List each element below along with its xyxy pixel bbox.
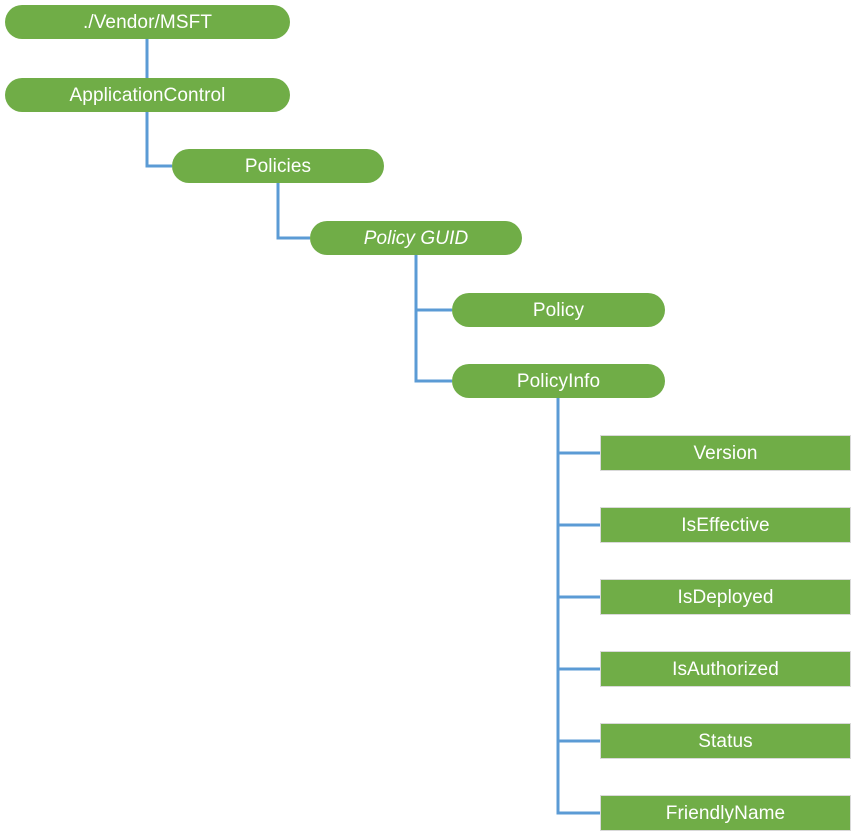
node-policy-info[interactable]: PolicyInfo (452, 364, 665, 398)
node-label: Status (698, 730, 753, 752)
node-vendor-msft[interactable]: ./Vendor/MSFT (5, 5, 290, 39)
node-label: ./Vendor/MSFT (82, 11, 213, 33)
node-policy-guid[interactable]: Policy GUID (310, 221, 522, 255)
node-label: ApplicationControl (69, 84, 226, 106)
connector-policyinfo-to-iseffective (556, 398, 600, 527)
node-label: Policy GUID (363, 227, 469, 249)
node-label: FriendlyName (665, 802, 786, 824)
connector-policyinfo-to-status (556, 398, 600, 743)
node-is-deployed[interactable]: IsDeployed (600, 579, 851, 615)
node-policies[interactable]: Policies (172, 149, 384, 183)
node-version[interactable]: Version (600, 435, 851, 471)
connector-policyinfo-to-version (556, 398, 600, 455)
node-label: IsAuthorized (672, 658, 779, 680)
node-label: Version (693, 442, 758, 464)
node-label: IsDeployed (677, 586, 774, 608)
node-label: Policy (532, 299, 585, 321)
connector-appcontrol-to-policies (145, 112, 172, 168)
node-application-control[interactable]: ApplicationControl (5, 78, 290, 112)
node-friendly-name[interactable]: FriendlyName (600, 795, 851, 831)
node-label: PolicyInfo (516, 370, 601, 392)
connector-policyinfo-to-isdeployed (556, 398, 600, 599)
node-policy[interactable]: Policy (452, 293, 665, 327)
node-is-authorized[interactable]: IsAuthorized (600, 651, 851, 687)
connector-policyinfo-to-isauthorized (556, 398, 600, 671)
node-is-effective[interactable]: IsEffective (600, 507, 851, 543)
node-status[interactable]: Status (600, 723, 851, 759)
connector-policies-to-policyguid (276, 183, 310, 240)
connector-policyguid-to-policy (414, 255, 452, 312)
node-label: Policies (244, 155, 312, 177)
node-label: IsEffective (681, 514, 770, 536)
connector-policyinfo-to-friendlyname (556, 398, 600, 815)
connector-policyguid-to-policyinfo (414, 255, 452, 383)
